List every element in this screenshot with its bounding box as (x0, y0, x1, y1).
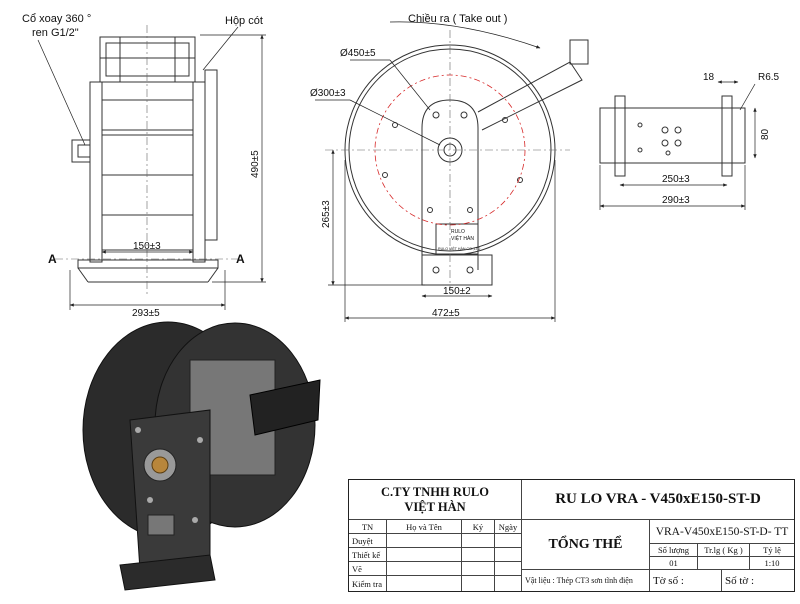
company-line1: C.TY TNHH RULO (380, 484, 489, 499)
sheet-count-cell: Số tờ : (722, 570, 794, 591)
sheet-count: Số tờ : (725, 574, 755, 587)
swivel-joint-label-2: ren G1/2" (32, 27, 79, 39)
row-drawn: Vẽ (349, 562, 387, 576)
side-dimensions (315, 21, 556, 322)
drawing-code: VRA-V450xE150-ST-D- TT (655, 525, 789, 538)
base-radius-dim: R6.5 (758, 72, 780, 83)
section-a-right: A (236, 252, 245, 266)
nameplate-line2: VIỆT HÀN (451, 234, 474, 242)
isometric-reel-render (82, 321, 321, 591)
front-centerlines (55, 25, 240, 295)
view-name: TỔNG THỂ (548, 536, 623, 552)
side-overall-width-dim: 472±5 (432, 308, 460, 319)
base-overall-dim: 290±3 (662, 195, 690, 206)
header-date: Ngày (495, 520, 522, 534)
section-a-left: A (48, 252, 57, 266)
gearbox-label: Hộp cót (225, 15, 263, 27)
qty-value: 01 (650, 557, 698, 570)
base-hole-spacing-v-dim: 80 (760, 128, 771, 140)
side-base-width-dim: 150±2 (443, 286, 471, 297)
scale-value: 1:10 (750, 557, 794, 570)
base-dimensions (599, 80, 757, 210)
nameplate-line3: RULO VIỆT HÀN CO.,LTD (438, 246, 481, 251)
axis-height-dim: 265±3 (321, 200, 332, 228)
sheet-no-cell: Tờ số : (650, 570, 722, 591)
company-line2: VIỆT HÀN (404, 499, 466, 514)
front-view (71, 36, 219, 283)
base-hole-spacing-h-dim: 250±3 (662, 174, 690, 185)
qty-label: Số lượng (650, 544, 698, 557)
title-block: C.TY TNHH RULO VIỆT HÀN RU LO VRA - V450… (348, 479, 795, 592)
swivel-joint-label-1: Cổ xoay 360 ° (22, 13, 91, 25)
front-height-dim: 490±5 (250, 150, 261, 178)
front-overall-width-dim: 293±5 (132, 308, 160, 319)
header-sign: Ký (462, 520, 495, 534)
front-dimensions (37, 26, 266, 310)
weight-value (698, 557, 750, 570)
material-cell: Vật liệu : Thép CT3 sơn tĩnh điện (522, 570, 650, 591)
drawing-code-cell: VRA-V450xE150-ST-D- TT (650, 520, 794, 544)
row-designed: Thiết kế (349, 548, 387, 562)
base-view (599, 95, 746, 177)
base-slot-dim: 18 (703, 72, 715, 83)
header-role: TN (349, 520, 387, 534)
product-title: RU LO VRA - V450xE150-ST-D (555, 491, 761, 507)
nameplate-line1: RULO (451, 229, 465, 235)
company-cell: C.TY TNHH RULO VIỆT HÀN (349, 480, 522, 520)
side-centerlines (325, 30, 570, 290)
front-base-inner-dim: 150±3 (133, 241, 161, 252)
header-name: Họ và Tên (387, 520, 462, 534)
row-approved: Duyệt (349, 534, 387, 548)
hub-diameter-dim: Ø300±3 (310, 88, 346, 99)
direction-label: Chiều ra ( Take out ) (408, 13, 507, 25)
row-checked: Kiểm tra (349, 576, 387, 591)
sheet-no: Tờ số : (653, 574, 684, 587)
material-text: Vật liệu : Thép CT3 sơn tĩnh điện (525, 576, 633, 585)
scale-label: Tỷ lệ (750, 544, 794, 557)
weight-label: Tr.lg ( Kg ) (698, 544, 750, 557)
product-title-cell: RU LO VRA - V450xE150-ST-D (522, 480, 794, 520)
view-name-cell: TỔNG THỂ (522, 520, 650, 570)
drum-diameter-dim: Ø450±5 (340, 48, 376, 59)
